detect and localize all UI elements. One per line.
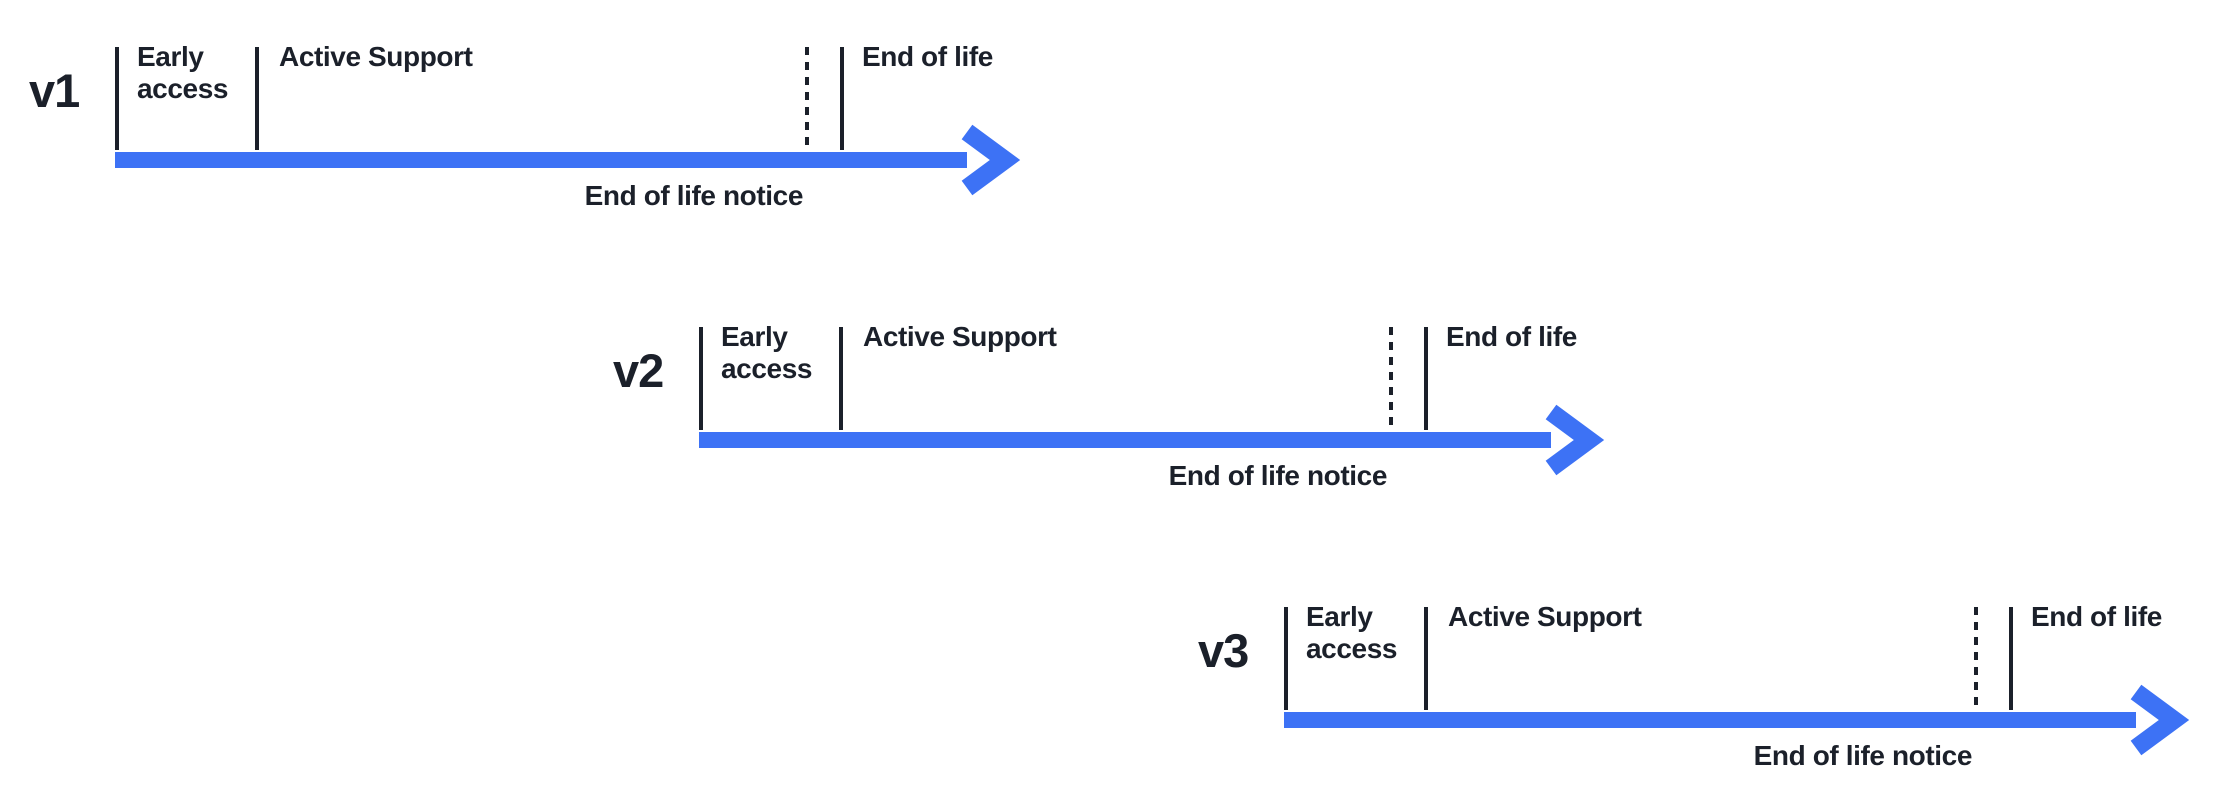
version-label: v3 bbox=[1198, 624, 1249, 677]
timeline-arrow-shaft bbox=[1284, 712, 2136, 728]
end-of-life-notice-label: End of life notice bbox=[1168, 460, 1388, 491]
timeline-row-v2: v2 Early access Active Support End of li… bbox=[451, 321, 1701, 506]
active-support-label: Active Support bbox=[279, 41, 473, 72]
timeline-arrow-head bbox=[1545, 404, 1605, 476]
timeline-arrow-head bbox=[2130, 684, 2190, 756]
active-support-label: Active Support bbox=[1448, 601, 1642, 632]
end-of-life-label: End of life bbox=[1446, 321, 1577, 352]
timeline-row-v1: v1 Early access Active Support End of li… bbox=[0, 41, 1117, 226]
timeline-arrow-shaft bbox=[115, 152, 967, 168]
early-access-label: Early access bbox=[1306, 601, 1398, 664]
end-of-life-label: End of life bbox=[862, 41, 993, 72]
early-access-label: Early access bbox=[721, 321, 813, 384]
timeline-row-v3: v3 Early access Active Support End of li… bbox=[1036, 601, 2228, 786]
end-of-life-notice-label: End of life notice bbox=[584, 180, 804, 211]
timeline-arrow-head bbox=[961, 124, 1021, 196]
timeline-graphic bbox=[1284, 607, 2190, 756]
timeline-arrow-shaft bbox=[699, 432, 1551, 448]
active-support-label: Active Support bbox=[863, 321, 1057, 352]
timeline-graphic bbox=[115, 47, 1021, 196]
version-label: v1 bbox=[29, 64, 80, 117]
timeline-graphic bbox=[699, 327, 1605, 476]
end-of-life-notice-label: End of life notice bbox=[1753, 740, 1973, 771]
version-label: v2 bbox=[613, 344, 664, 397]
end-of-life-label: End of life bbox=[2031, 601, 2162, 632]
early-access-label: Early access bbox=[137, 41, 229, 104]
